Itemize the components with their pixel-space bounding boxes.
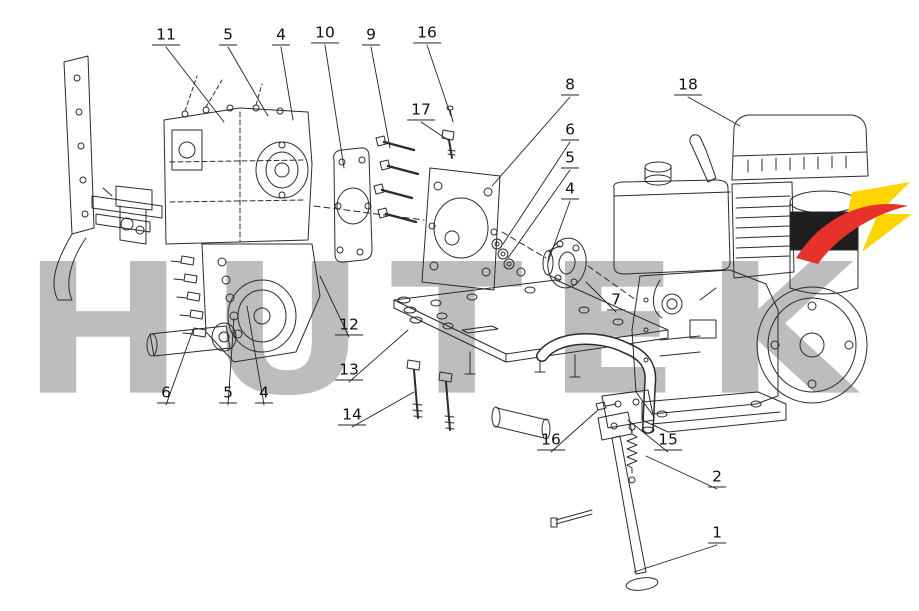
engine-base xyxy=(642,392,786,432)
adapter-plate xyxy=(422,168,500,290)
leader-line-11 xyxy=(166,47,224,122)
leader-line-4 xyxy=(281,47,293,120)
link-bars xyxy=(92,196,162,232)
support-pipe xyxy=(492,407,550,439)
stud-bolts-left xyxy=(171,256,242,338)
leader-line-18 xyxy=(688,97,740,126)
leader-line-5 xyxy=(508,170,570,258)
leader-line-16 xyxy=(551,410,598,452)
leader-line-13 xyxy=(349,330,408,382)
leader-line-7 xyxy=(586,282,616,312)
bolt-17 xyxy=(442,130,455,158)
washer-nut-stack xyxy=(492,239,525,276)
leader-line-1 xyxy=(634,545,717,572)
flywheel-housing xyxy=(757,287,867,403)
leader-line-12 xyxy=(320,276,349,337)
exhaust-pipe xyxy=(542,339,654,433)
leader-line-5 xyxy=(228,47,268,116)
leader-line-14 xyxy=(352,392,414,427)
leader-line-6 xyxy=(166,330,193,405)
leader-line-5 xyxy=(228,318,234,405)
gasket xyxy=(334,148,372,262)
logo-red-shape xyxy=(796,204,908,264)
air-filter-housing xyxy=(732,115,868,180)
long-bolts-14 xyxy=(407,360,454,430)
leader-line-15 xyxy=(628,420,668,452)
leader-line-10 xyxy=(325,45,344,168)
spring xyxy=(627,424,637,483)
leader-line-2 xyxy=(646,456,717,489)
lift-hook xyxy=(690,135,716,182)
fuel-valve xyxy=(103,186,152,244)
gearbox-lower xyxy=(202,244,320,362)
front-mount-bracket xyxy=(596,390,654,428)
handle-bracket xyxy=(54,56,94,300)
assembly-axis-lines xyxy=(314,206,636,300)
leader-line-6 xyxy=(503,142,570,244)
kickstand xyxy=(551,412,659,592)
base-plate xyxy=(394,280,668,362)
leader-line-4 xyxy=(548,201,570,262)
leader-line-4 xyxy=(247,306,264,405)
bolt-16-top xyxy=(447,106,453,122)
leader-lines xyxy=(166,45,740,572)
cylinder-head xyxy=(732,182,794,278)
gearbox-upper xyxy=(164,76,312,244)
brand-logo xyxy=(796,182,912,264)
leader-line-17 xyxy=(421,122,448,140)
coupling-flange xyxy=(543,236,589,291)
leader-line-16 xyxy=(427,45,451,116)
output-shaft xyxy=(147,323,236,356)
leader-line-8 xyxy=(492,97,570,186)
mount-bolts xyxy=(374,136,418,222)
logo-yellow-shape xyxy=(846,182,912,252)
crankcase xyxy=(632,270,778,414)
fuel-tank xyxy=(614,162,730,274)
washer-stack-12 xyxy=(398,297,453,329)
leader-line-9 xyxy=(371,47,390,148)
engine xyxy=(596,115,868,432)
